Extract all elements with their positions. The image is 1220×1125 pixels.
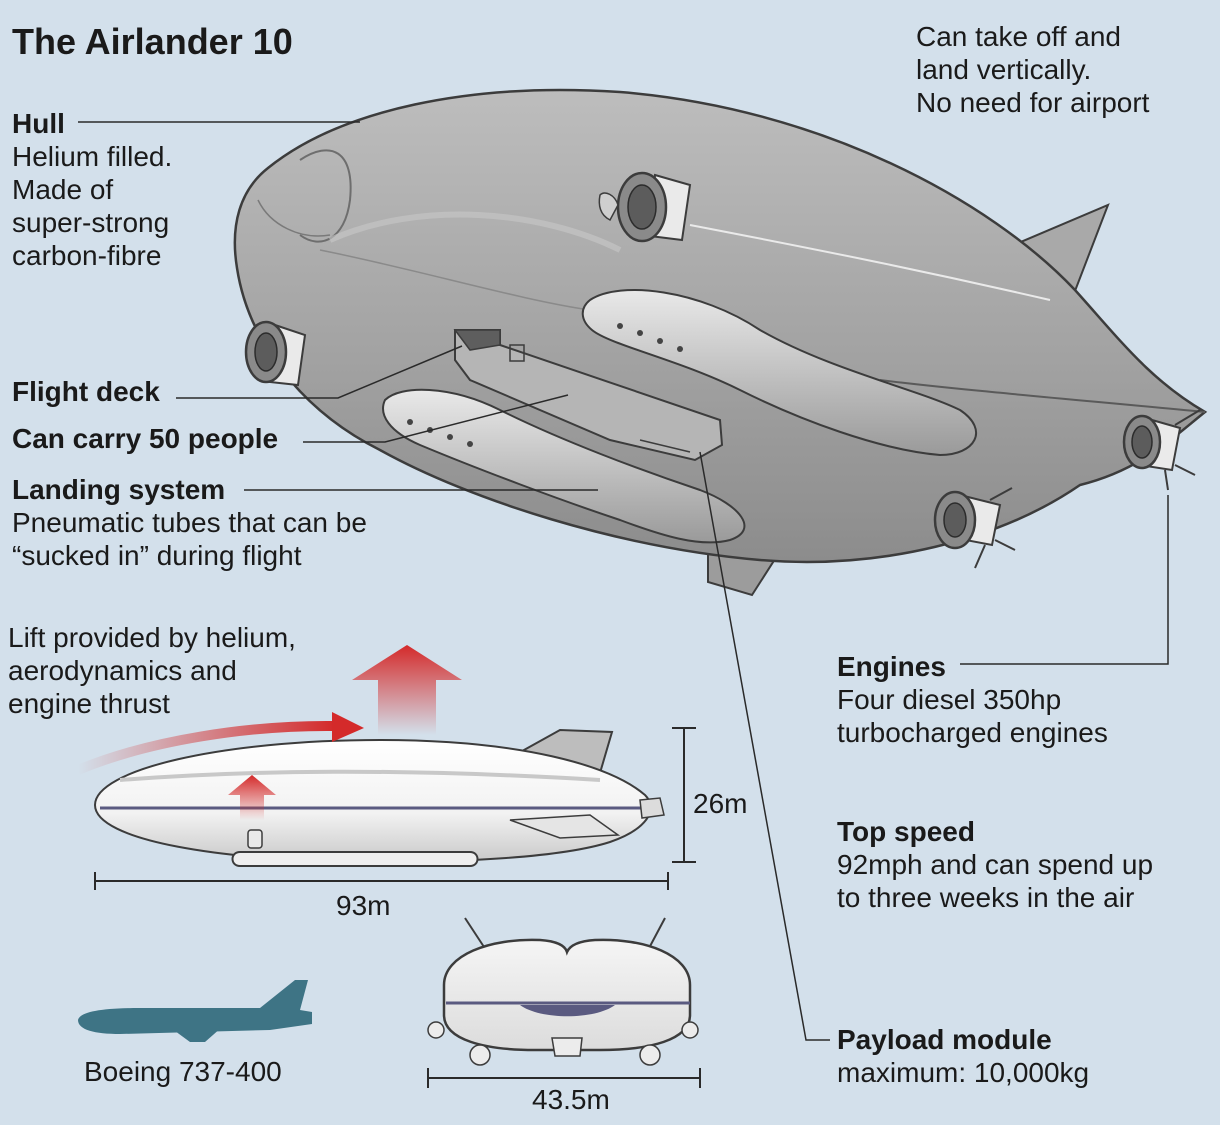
capacity-leader [303,394,569,443]
hull-line-1: Helium filled. [12,141,173,172]
landing-system-heading: Landing system [12,474,226,505]
lift-arc-arrow [76,720,336,775]
hull-line-4: carbon-fibre [12,240,162,271]
side-engine [639,797,665,819]
payload-heading: Payload module [837,1024,1052,1055]
main-airship [233,88,1208,597]
lift-small-arrow [228,775,276,820]
payload-line-1: maximum: 10,000kg [837,1057,1090,1088]
engine-top [598,171,1051,301]
engine-rear-tail [1122,409,1201,491]
side-view-airship [76,645,696,890]
engine-front-left [244,320,307,387]
width-label: 43.5m [532,1084,610,1115]
engines-line-2: turbocharged engines [837,717,1108,748]
front-hull [442,938,692,1052]
top-speed-line-2: to three weeks in the air [837,882,1135,913]
flight-deck-cabin [453,329,501,351]
lift-note-line-2: aerodynamics and [8,655,237,686]
height-label: 26m [693,788,748,819]
front-view-airship [427,917,701,1088]
leader-lines [78,121,1169,1041]
side-landing-tube [231,851,479,867]
side-flight-deck [247,829,263,849]
vertical-note-line-1: Can take off and [916,21,1121,52]
capacity-heading: Can carry 50 people [12,423,279,454]
engines-heading: Engines [837,651,946,682]
height-dimension [672,727,696,863]
vertical-note-line-3: No need for airport [916,87,1150,118]
flight-deck-leader [176,345,463,399]
top-speed-line-1: 92mph and can spend up [837,849,1154,880]
top-speed-heading: Top speed [837,816,975,847]
boeing-silhouette [78,980,312,1042]
rear-landing-tube [581,289,978,457]
flight-deck-heading: Flight deck [12,376,160,407]
width-dimension [427,1068,701,1088]
length-dimension [94,872,669,890]
landing-system-line-1: Pneumatic tubes that can be [12,507,367,538]
vertical-note-line-2: land vertically. [916,54,1092,85]
landing-system-line-2: “sucked in” during flight [12,540,302,571]
front-payload [551,1037,583,1057]
side-wing [509,814,621,839]
hull-heading: Hull [12,108,65,139]
hull-lobe [299,149,352,243]
front-landing-tube [382,388,746,544]
hull-line-3: super-strong [12,207,170,238]
length-label: 93m [336,890,391,921]
engines-line-1: Four diesel 350hp [837,684,1062,715]
engine-rear-bottom [933,487,1016,569]
engines-leader [960,495,1169,665]
page-title: The Airlander 10 [12,21,293,62]
lift-note-line-1: Lift provided by helium, [8,622,296,653]
lift-note-line-3: engine thrust [8,688,170,719]
lift-big-arrow [352,645,462,735]
payload-leader [699,451,830,1041]
boeing-label: Boeing 737-400 [84,1056,282,1087]
hull-line-2: Made of [12,174,114,205]
